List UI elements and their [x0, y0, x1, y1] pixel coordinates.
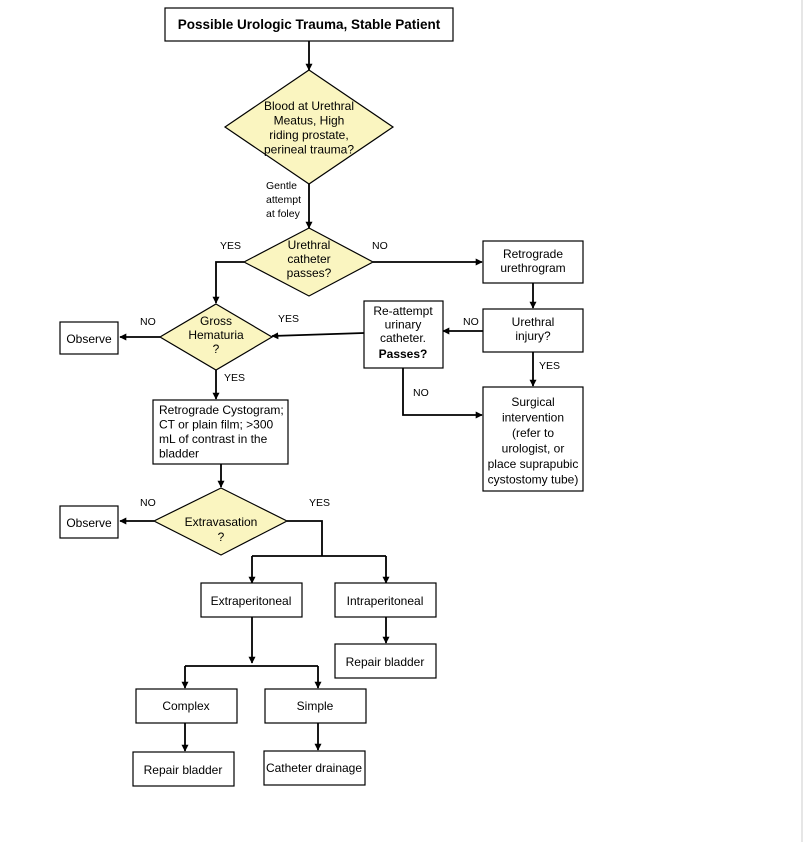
text-line: cystostomy tube) — [488, 473, 579, 487]
text-line: urinary — [385, 318, 422, 332]
connector-reattempt-no — [402, 368, 483, 419]
surgical-text: Surgical intervention(refer to urologist, … — [488, 395, 579, 487]
text-line: urologist, or — [502, 442, 565, 456]
complex-text: Complex — [162, 699, 209, 713]
label-injury-yes: YES — [539, 360, 560, 372]
text-line: injury? — [515, 329, 551, 343]
intraperitoneal-text: Intraperitoneal — [347, 594, 424, 608]
box-surgical-intervention: Surgical intervention(refer to urologist, … — [482, 386, 584, 492]
observe-2-text: Observe — [66, 516, 112, 530]
text-line: intervention — [502, 411, 564, 425]
text-line: ? — [213, 342, 220, 356]
text-line: Surgical — [511, 395, 554, 409]
box-simple: Simple — [264, 688, 367, 724]
reattempt-passes-text: Passes? — [379, 347, 428, 361]
decision-extravasation: Extravasation? — [152, 487, 289, 556]
text-line: Urethral — [512, 315, 555, 329]
label-reattempt-yes: YES — [278, 313, 299, 325]
text-line: Blood at Urethral — [264, 99, 354, 113]
text-line: attempt — [266, 194, 301, 206]
cystogram-text: Retrograde Cystogram;CT or plain film; >… — [159, 403, 284, 461]
connector-reattempt-yes — [271, 332, 365, 340]
text-line: bladder — [159, 447, 199, 461]
box-observe-2: Observe — [59, 505, 119, 539]
text-line: Gentle — [266, 180, 297, 192]
label-extravasation-yes: YES — [309, 497, 330, 509]
box-intraperitoneal: Intraperitoneal — [334, 582, 437, 618]
text-line: (refer to — [512, 426, 554, 440]
text-line: Retrograde — [503, 247, 563, 261]
observe-1-text: Observe — [66, 332, 112, 346]
repair-bladder-1-text: Repair bladder — [346, 655, 425, 669]
text-line: riding prostate, — [269, 128, 348, 142]
extraperitoneal-text: Extraperitoneal — [211, 594, 292, 608]
label-hematuria-no: NO — [140, 316, 156, 328]
box-repair-bladder-2: Repair bladder — [132, 751, 235, 787]
title-box: Possible Urologic Trauma, Stable Patient — [164, 7, 454, 42]
text-line: ? — [218, 530, 225, 544]
edge-labels: Gentle attempt at foley YES NO NO YES NO Y… — [140, 180, 560, 509]
page-edge-line — [801, 0, 803, 842]
label-reattempt-no: NO — [413, 387, 429, 399]
text-line: Urethral — [288, 238, 331, 252]
simple-text: Simple — [297, 699, 334, 713]
box-extraperitoneal: Extraperitoneal — [200, 582, 303, 618]
label-injury-no: NO — [463, 316, 479, 328]
text-line: Meatus, High — [274, 114, 345, 128]
text-line: CT or plain film; >300 — [159, 418, 273, 432]
box-repair-bladder-1: Repair bladder — [334, 643, 437, 679]
label-gentle-foley: Gentle attempt at foley — [266, 180, 301, 220]
connector-extravasation-yes — [287, 520, 323, 556]
label-extravasation-no: NO — [140, 497, 156, 509]
text-line: perineal trauma? — [264, 143, 354, 157]
text-line: passes? — [287, 266, 332, 280]
text-line: catheter. — [380, 331, 426, 345]
box-catheter-drainage: Catheter drainage — [263, 750, 366, 786]
label-catheter-no: NO — [372, 240, 388, 252]
text-line: Hematuria — [188, 328, 244, 342]
label-catheter-yes: YES — [220, 240, 241, 252]
text-line: Retrograde Cystogram; — [159, 403, 284, 417]
label-hematuria-yes: YES — [224, 372, 245, 384]
box-observe-1: Observe — [59, 321, 119, 355]
text-line: Gross — [200, 314, 232, 328]
text-line: place suprapubic — [488, 457, 579, 471]
repair-bladder-2-text: Repair bladder — [144, 763, 223, 777]
text-line: Re-attempt — [373, 304, 433, 318]
text-line: Extravasation — [185, 515, 258, 529]
box-complex: Complex — [135, 688, 238, 724]
text-line: at foley — [266, 208, 301, 220]
connector-catheter-yes — [212, 261, 244, 304]
text-line: urethrogram — [500, 261, 565, 275]
title-text: Possible Urologic Trauma, Stable Patient — [178, 17, 441, 32]
connectors — [119, 41, 537, 752]
catheter-drainage-text: Catheter drainage — [266, 761, 362, 775]
extravasation-text: Extravasation? — [185, 515, 258, 544]
box-cystogram: Retrograde Cystogram;CT or plain film; >… — [152, 399, 289, 465]
text-line: mL of contrast in the — [159, 432, 268, 446]
text-line: catheter — [287, 252, 330, 266]
